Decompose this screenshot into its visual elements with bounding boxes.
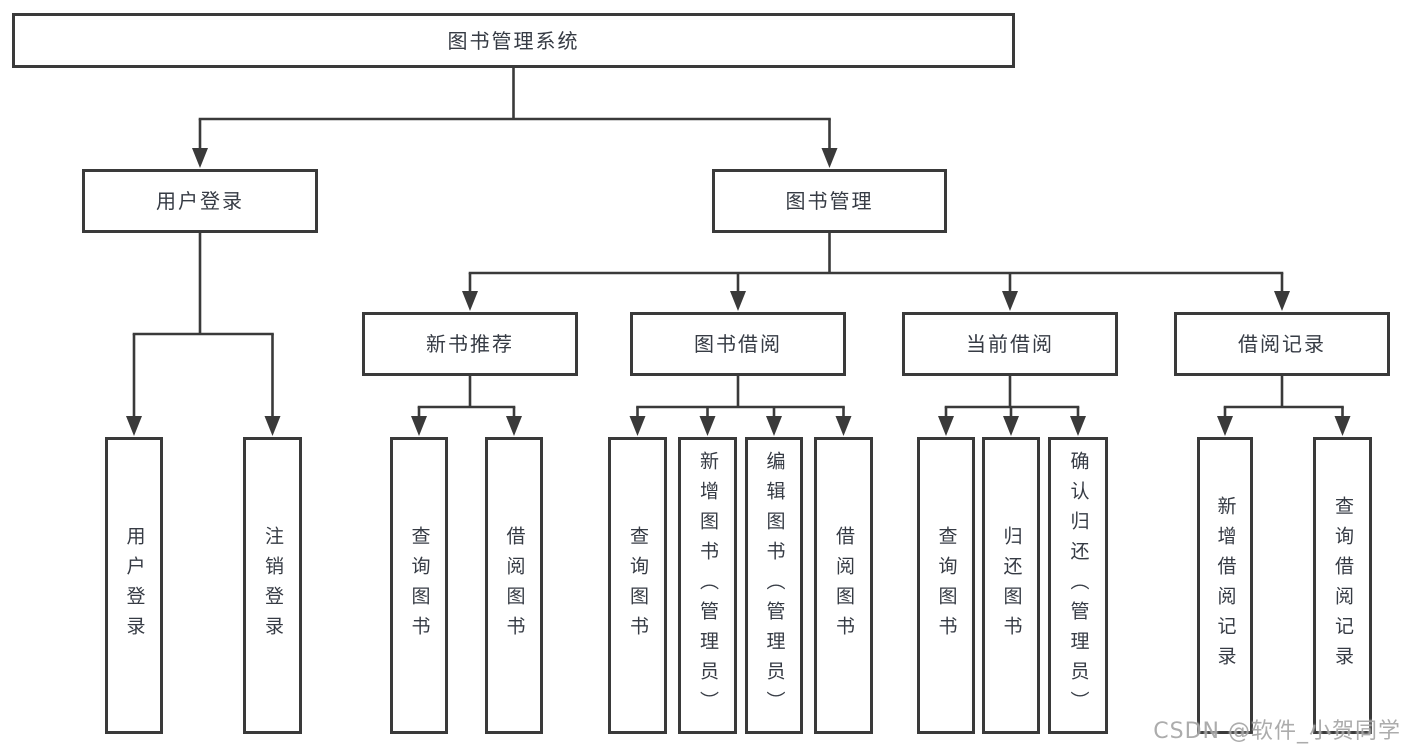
arrowhead (126, 416, 142, 436)
node-leaf-edit-book: 编辑图书（管理员） (745, 437, 803, 734)
node-leaf-query-book-2: 查询图书 (608, 437, 667, 734)
arrowhead (1070, 416, 1086, 436)
arrowhead (699, 416, 716, 436)
arrowhead (629, 416, 646, 436)
node-root: 图书管理系统 (12, 13, 1015, 68)
node-leaf-return-book: 归还图书 (982, 437, 1040, 734)
node-borrow-records: 借阅记录 (1174, 312, 1390, 376)
node-leaf-borrow-book-1: 借阅图书 (485, 437, 543, 734)
node-leaf-query-book-3: 查询图书 (917, 437, 975, 734)
arrowhead (411, 416, 427, 436)
node-leaf-confirm-return: 确认归还（管理员） (1048, 437, 1108, 734)
arrowhead (938, 416, 954, 436)
arrowhead (192, 148, 208, 168)
node-book-mgmt: 图书管理 (712, 169, 947, 233)
arrowhead (462, 291, 478, 311)
arrowhead (835, 416, 852, 436)
node-leaf-borrow-book-2: 借阅图书 (814, 437, 873, 734)
arrowhead (1003, 416, 1019, 436)
node-leaf-add-borrow-record: 新增借阅记录 (1197, 437, 1253, 734)
node-leaf-logout: 注销登录 (243, 437, 302, 734)
arrowhead (1002, 291, 1018, 311)
node-new-book-rec: 新书推荐 (362, 312, 578, 376)
node-leaf-query-borrow-record: 查询借阅记录 (1313, 437, 1372, 734)
arrowhead (821, 148, 838, 168)
arrowhead (1334, 416, 1351, 436)
arrowhead (730, 291, 746, 311)
arrowhead (1217, 416, 1233, 436)
node-user-login: 用户登录 (82, 169, 318, 233)
arrowhead (264, 416, 281, 436)
arrowhead (1274, 291, 1290, 311)
node-leaf-add-book: 新增图书（管理员） (678, 437, 737, 734)
arrowhead (766, 416, 782, 436)
node-current-borrow: 当前借阅 (902, 312, 1118, 376)
node-leaf-query-book-1: 查询图书 (390, 437, 448, 734)
node-leaf-user-login: 用户登录 (105, 437, 163, 734)
node-book-borrow: 图书借阅 (630, 312, 846, 376)
arrowhead (506, 416, 522, 436)
